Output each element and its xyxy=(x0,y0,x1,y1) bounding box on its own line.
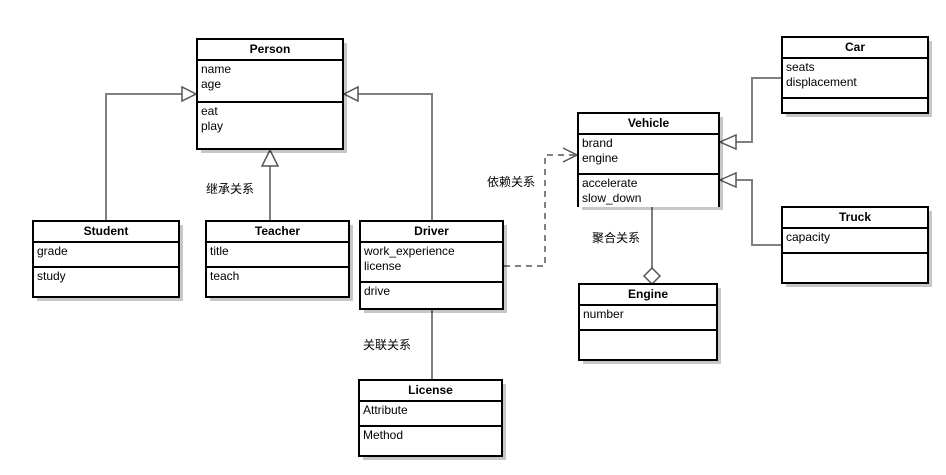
class-methods-person: eat play xyxy=(198,103,342,135)
edge-student-person xyxy=(105,85,198,220)
method-row: eat xyxy=(201,104,218,118)
class-box-person[interactable]: Person name age eat play xyxy=(196,38,344,150)
edge-teacher-person xyxy=(260,148,280,220)
edge-car-vehicle xyxy=(718,77,781,151)
class-box-teacher[interactable]: Teacher title teach xyxy=(205,220,350,298)
class-attributes-driver: work_experience license xyxy=(361,243,502,283)
class-attributes-vehicle: brand engine xyxy=(579,135,718,175)
edge-driver-person xyxy=(342,85,433,220)
method-row: study xyxy=(37,269,66,283)
method-row: accelerate xyxy=(582,176,638,190)
method-row: slow_down xyxy=(582,191,642,205)
edge-driver-vehicle xyxy=(504,147,579,267)
class-box-license[interactable]: License Attribute Method xyxy=(358,379,503,457)
class-box-driver[interactable]: Driver work_experience license drive xyxy=(359,220,504,310)
class-title-engine: Engine xyxy=(580,285,716,306)
attribute-row: work_experience xyxy=(364,244,455,258)
class-title-truck: Truck xyxy=(783,208,927,229)
attribute-row: seats xyxy=(786,60,815,74)
attribute-row: capacity xyxy=(786,230,831,244)
attribute-row: number xyxy=(583,307,624,321)
class-methods-truck xyxy=(783,254,927,256)
class-title-license: License xyxy=(360,381,501,402)
attribute-row: displacement xyxy=(786,75,857,89)
annotation-association: 关联关系 xyxy=(363,338,412,352)
class-title-car: Car xyxy=(783,38,927,59)
annotation-dependency: 依赖关系 xyxy=(487,175,536,189)
edge-truck-vehicle xyxy=(718,171,781,246)
method-row: Method xyxy=(363,428,404,442)
method-row: drive xyxy=(364,284,391,298)
class-box-vehicle[interactable]: Vehicle brand engine accelerate slow_dow… xyxy=(577,112,720,207)
attribute-row: age xyxy=(201,77,222,91)
class-attributes-teacher: title xyxy=(207,243,348,268)
class-methods-vehicle: accelerate slow_down xyxy=(579,175,718,207)
attribute-row: name xyxy=(201,62,232,76)
class-methods-engine xyxy=(580,331,716,333)
class-title-student: Student xyxy=(34,222,178,243)
class-methods-car xyxy=(783,99,927,101)
class-box-truck[interactable]: Truck capacity xyxy=(781,206,929,284)
class-box-engine[interactable]: Engine number xyxy=(578,283,718,361)
class-attributes-license: Attribute xyxy=(360,402,501,427)
class-title-person: Person xyxy=(198,40,342,61)
class-attributes-person: name age xyxy=(198,61,342,103)
attribute-row: title xyxy=(210,244,229,258)
class-box-car[interactable]: Car seats displacement xyxy=(781,36,929,114)
annotation-aggregation: 聚合关系 xyxy=(592,231,641,245)
class-attributes-car: seats displacement xyxy=(783,59,927,99)
class-methods-driver: drive xyxy=(361,283,502,300)
class-attributes-truck: capacity xyxy=(783,229,927,254)
annotation-inheritance: 继承关系 xyxy=(206,182,255,196)
class-title-vehicle: Vehicle xyxy=(579,114,718,135)
attribute-row: Attribute xyxy=(363,403,408,417)
class-title-teacher: Teacher xyxy=(207,222,348,243)
attribute-row: brand xyxy=(582,136,613,150)
attribute-row: license xyxy=(364,259,402,273)
class-box-student[interactable]: Student grade study xyxy=(32,220,180,298)
class-methods-license: Method xyxy=(360,427,501,444)
class-attributes-engine: number xyxy=(580,306,716,331)
class-methods-student: study xyxy=(34,268,178,285)
attribute-row: engine xyxy=(582,151,619,165)
class-title-driver: Driver xyxy=(361,222,502,243)
class-attributes-student: grade xyxy=(34,243,178,268)
edge-vehicle-engine xyxy=(642,207,662,286)
attribute-row: grade xyxy=(37,244,68,258)
class-methods-teacher: teach xyxy=(207,268,348,285)
method-row: teach xyxy=(210,269,240,283)
method-row: play xyxy=(201,119,224,133)
